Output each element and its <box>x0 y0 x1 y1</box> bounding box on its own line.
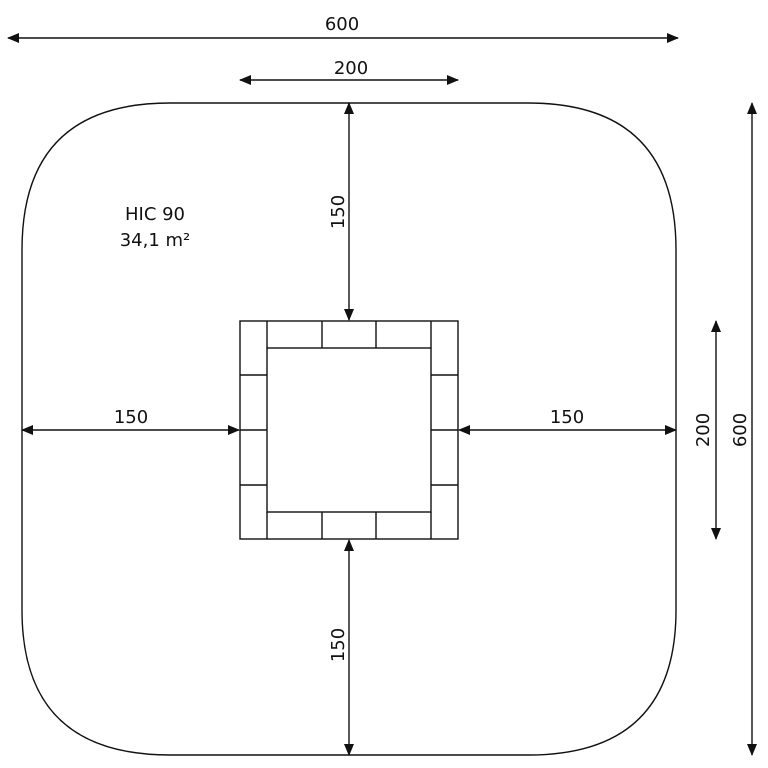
top-width-label: 200 <box>334 58 368 79</box>
area-label-hic: HIC 90 <box>125 204 185 225</box>
inner-height-label: 200 <box>693 413 714 447</box>
right-clearance-label: 150 <box>550 407 584 428</box>
sandbox-inner <box>266 347 432 513</box>
top-clearance-label: 150 <box>328 195 349 229</box>
area-label-size: 34,1 m² <box>120 230 191 251</box>
left-clearance-label: 150 <box>114 407 148 428</box>
bottom-clearance-label: 150 <box>328 628 349 662</box>
sandbox-frame <box>239 320 459 540</box>
overall-width-label: 600 <box>325 14 359 35</box>
sandbox-outer <box>239 320 459 540</box>
safety-area-outline <box>21 102 677 756</box>
overall-height-label: 600 <box>730 413 751 447</box>
